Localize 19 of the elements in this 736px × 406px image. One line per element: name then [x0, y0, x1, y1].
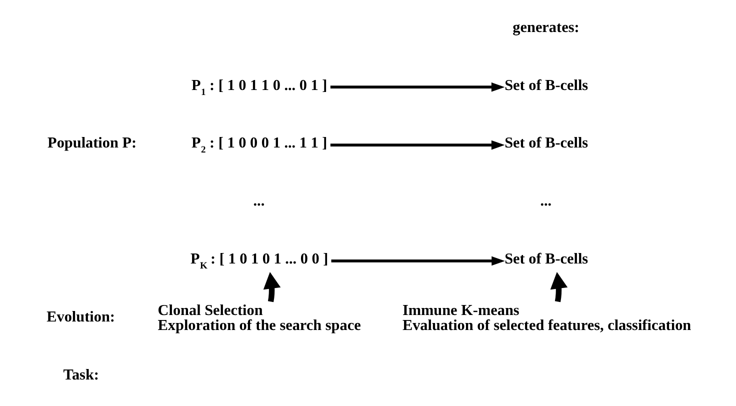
node-text: Set of B-cells	[504, 250, 588, 268]
node-text: Clonal Selection Exploration of the search space	[158, 302, 361, 334]
node-text: P$_{2}$ : [ 1 0 0 0 1 ... 1 1 ]	[192, 134, 328, 156]
node-text: Set of B-cells	[504, 76, 588, 94]
arrow	[550, 272, 568, 302]
arrow	[330, 140, 505, 150]
arrow	[330, 82, 505, 92]
node-text: Immune K-means Evaluation of selected features, classification	[402, 302, 692, 334]
arrow	[263, 272, 281, 302]
node-text: P$_{K}$ : [ 1 0 1 0 1 ... 0 0 ]	[190, 250, 328, 272]
label: Population P:	[48, 134, 137, 152]
node-text: Set of B-cells	[504, 134, 588, 152]
label: Task:	[63, 366, 99, 384]
node-text: P$_{1}$ : [ 1 0 1 1 0 ... 0 1 ]	[192, 76, 328, 98]
label: ...	[540, 192, 552, 210]
arrow	[331, 256, 505, 266]
label: ...	[253, 192, 265, 210]
label: generates:	[512, 18, 580, 36]
label: Evolution:	[46, 308, 115, 326]
